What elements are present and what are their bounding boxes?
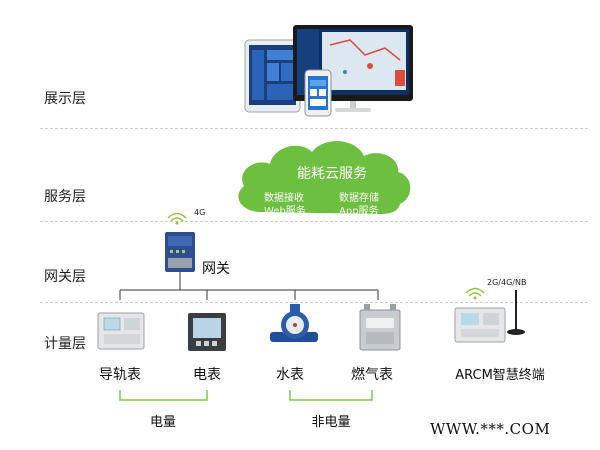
electric-meter-icon [188,313,226,351]
terminal-signal-label: 2G/4G/NB [487,278,527,287]
cloud-item: App服务 [339,206,379,217]
layer-label-display: 展示层 [44,91,86,107]
device-label-water-meter: 水表 [276,367,304,383]
din-rail-meter-icon [97,312,145,350]
gateway-device-icon [165,232,195,272]
tablet-icon [244,39,301,113]
cloud-item: 数据存储 [339,193,379,204]
layer-label-service: 服务层 [44,189,86,205]
group-label-electric: 电量 [149,415,177,430]
group-bracket-non-electric [289,390,373,401]
phone-icon [304,69,332,117]
arcm-terminal-icon [454,307,506,343]
antenna-icon [507,290,525,335]
layer-label-metering: 计量层 [44,336,86,352]
terminal-label: ARCM智慧终端 [455,368,545,383]
layer-divider [40,302,588,303]
layer-divider [40,128,588,129]
group-label-non-electric: 非电量 [311,415,351,430]
layer-label-gateway: 网关层 [44,269,86,285]
cloud-shape [238,141,411,214]
gateway-label: 网关 [202,261,230,277]
layer-divider [40,221,588,222]
connector-bus [119,272,379,300]
wifi-signal-icon [465,287,485,300]
wifi-signal-icon [167,212,187,225]
device-label-electric-meter: 电表 [193,367,221,383]
water-meter-icon [270,304,318,342]
cloud-item: 数据接收 [264,193,304,204]
cloud-item: Web服务 [264,206,306,217]
gas-meter-icon [359,304,401,351]
cloud-title: 能耗云服务 [297,166,367,182]
device-label-gas-meter: 燃气表 [351,367,393,383]
gateway-signal-label: 4G [194,208,206,217]
watermark-text: WWW.***.COM [430,420,551,438]
device-label-din-rail-meter: 导轨表 [99,367,141,383]
group-bracket-electric [119,390,208,401]
